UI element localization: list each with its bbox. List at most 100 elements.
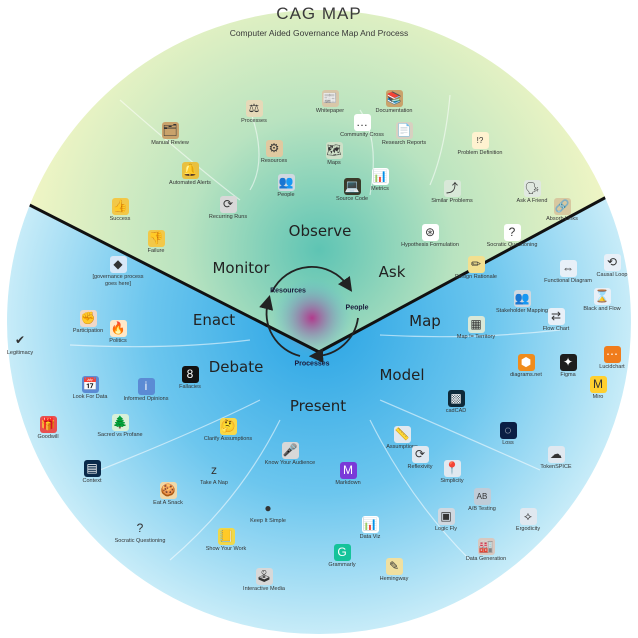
tool-label: Success (109, 216, 131, 222)
joystick-icon: 🕹 (255, 568, 273, 585)
tool-label: Markdown (335, 480, 361, 486)
tool-item: 📍Simplicity (420, 460, 484, 485)
tool-label: People (277, 192, 295, 198)
tool-item: 🔔Automated Alerts (158, 162, 222, 187)
data-viz-icon: 📊 (361, 516, 379, 533)
tool-label: Sacred vs Profane (97, 432, 143, 438)
ergodicity-icon: ⟡ (519, 508, 537, 525)
tool-item: ◆[governance process goes here] (86, 256, 150, 287)
tool-label: Source Code (335, 196, 369, 202)
tool-item: ⇔Functional Diagram (536, 260, 600, 285)
disc-outline (5, 8, 633, 636)
tool-label: Recurring Runs (208, 214, 248, 220)
thumbs-up-icon: 👍 (111, 198, 129, 215)
bell-icon: 🔔 (181, 162, 199, 179)
tool-item: 📄Research Reports (372, 122, 436, 147)
tool-item: 🌲Sacred vs Profane (88, 414, 152, 439)
hemingway-icon: ✎ (385, 558, 403, 575)
tool-item: 📏Assumptions (370, 426, 434, 451)
info-icon: i (137, 378, 155, 395)
tool-item: 🗣Ask A Friend (500, 180, 564, 205)
tool-label: TokenSPICE (540, 464, 572, 470)
ruler-icon: 📏 (393, 426, 411, 443)
cadcad-icon: ▩ (447, 390, 465, 407)
tool-label: Miro (592, 394, 604, 400)
tool-label: Informed Opinions (123, 396, 169, 402)
loop-icon: ◌ (499, 422, 517, 439)
cycle-label-resources: Resources (270, 287, 306, 295)
tool-label: Ask A Friend (516, 198, 548, 204)
tool-label: Interactive Media (243, 586, 285, 592)
tool-label: Take A Nap (200, 480, 228, 486)
tool-label: Ergodicity (515, 526, 541, 532)
tool-item: ☁TokenSPICE (524, 446, 588, 471)
participation-icon: ✊ (79, 310, 97, 327)
tool-label: Reflexivity (407, 464, 433, 470)
tool-item: !?Problem Definition (448, 132, 512, 157)
tool-label: Metrics (371, 186, 389, 192)
fire-icon: 🔥 (109, 320, 127, 337)
tool-item: ▩cadCAD (424, 390, 488, 415)
thumbs-down-icon: 👎 (147, 230, 165, 247)
grammarly-icon: G (333, 544, 351, 561)
problem-icon: !? (471, 132, 489, 149)
tool-item: ⟳Recurring Runs (196, 196, 260, 221)
section-label-map: Map (409, 312, 441, 330)
tool-label: Functional Diagram (544, 278, 592, 284)
tool-item: ⟲Causal Loop (580, 254, 638, 279)
stakeholder-icon: 👥 (513, 290, 531, 307)
tool-item: ▤Context (60, 460, 124, 485)
tool-item: ⟳Reflexivity (388, 446, 452, 471)
tool-label: Resources (260, 158, 288, 164)
page-subtitle: Computer Aided Governance Map And Proces… (229, 28, 409, 38)
pin-icon: 📍 (443, 460, 461, 477)
causal-loop-icon: ⟲ (603, 254, 621, 271)
tool-item: 👎Failure (124, 230, 188, 255)
tool-label: Socratic Questioning (486, 242, 538, 248)
map-territory-icon: ▦ (467, 316, 485, 333)
tool-item: ⋯Lucidchart (580, 346, 638, 371)
tool-item: ⌛Black and Flow (570, 288, 634, 313)
tool-label: Data Viz (359, 534, 381, 540)
tool-label: Flow Chart (542, 326, 570, 332)
tool-item: 🗂Manual Review (138, 122, 202, 147)
left-divider (6, 188, 320, 354)
zzz-icon: z (211, 463, 217, 477)
markdown-icon: M (339, 462, 357, 479)
scales-icon: ⚖ (245, 100, 263, 117)
chat-icon: … (353, 114, 371, 131)
tool-label: Clarify Assumptions (203, 436, 253, 442)
page-title: CAG MAP (276, 4, 362, 23)
tool-label: Maps (327, 160, 341, 166)
section-label-enact: Enact (192, 311, 236, 329)
tool-item: ⚙Resources (242, 140, 306, 165)
tool-label: Automated Alerts (169, 180, 211, 186)
tool-item: ⊛Hypothesis Formulation (398, 224, 462, 249)
tool-label: Look For Data (72, 394, 108, 400)
tool-label: Hypothesis Formulation (401, 242, 459, 248)
circle-icon: ● (264, 501, 272, 515)
tool-item: 📒Show Your Work (194, 528, 258, 553)
checkmark-icon: ✔ (14, 333, 26, 347)
snack-icon: 🍪 (159, 482, 177, 499)
section-label-observe: Observe (288, 222, 352, 240)
tool-item: ⇄Flow Chart (524, 308, 588, 333)
tool-label: Black and Flow (583, 306, 621, 312)
diagrams-net-icon: ⬢ (517, 354, 535, 371)
factory-icon: 🏭 (477, 538, 495, 555)
tool-item: 🎤Know Your Audience (258, 442, 322, 467)
tool-label: Failure (147, 248, 165, 254)
tool-label: Grammarly (328, 562, 356, 568)
placeholder-icon: ◆ (109, 256, 127, 273)
tool-item: …Community Cross (330, 114, 394, 139)
tool-item: ✔ Legitimacy (0, 332, 52, 357)
tool-label: cadCAD (445, 408, 467, 414)
tool-label: Legitimacy (6, 350, 34, 356)
tool-label: Manual Review (151, 140, 189, 146)
tool-label: Participation (72, 328, 104, 334)
